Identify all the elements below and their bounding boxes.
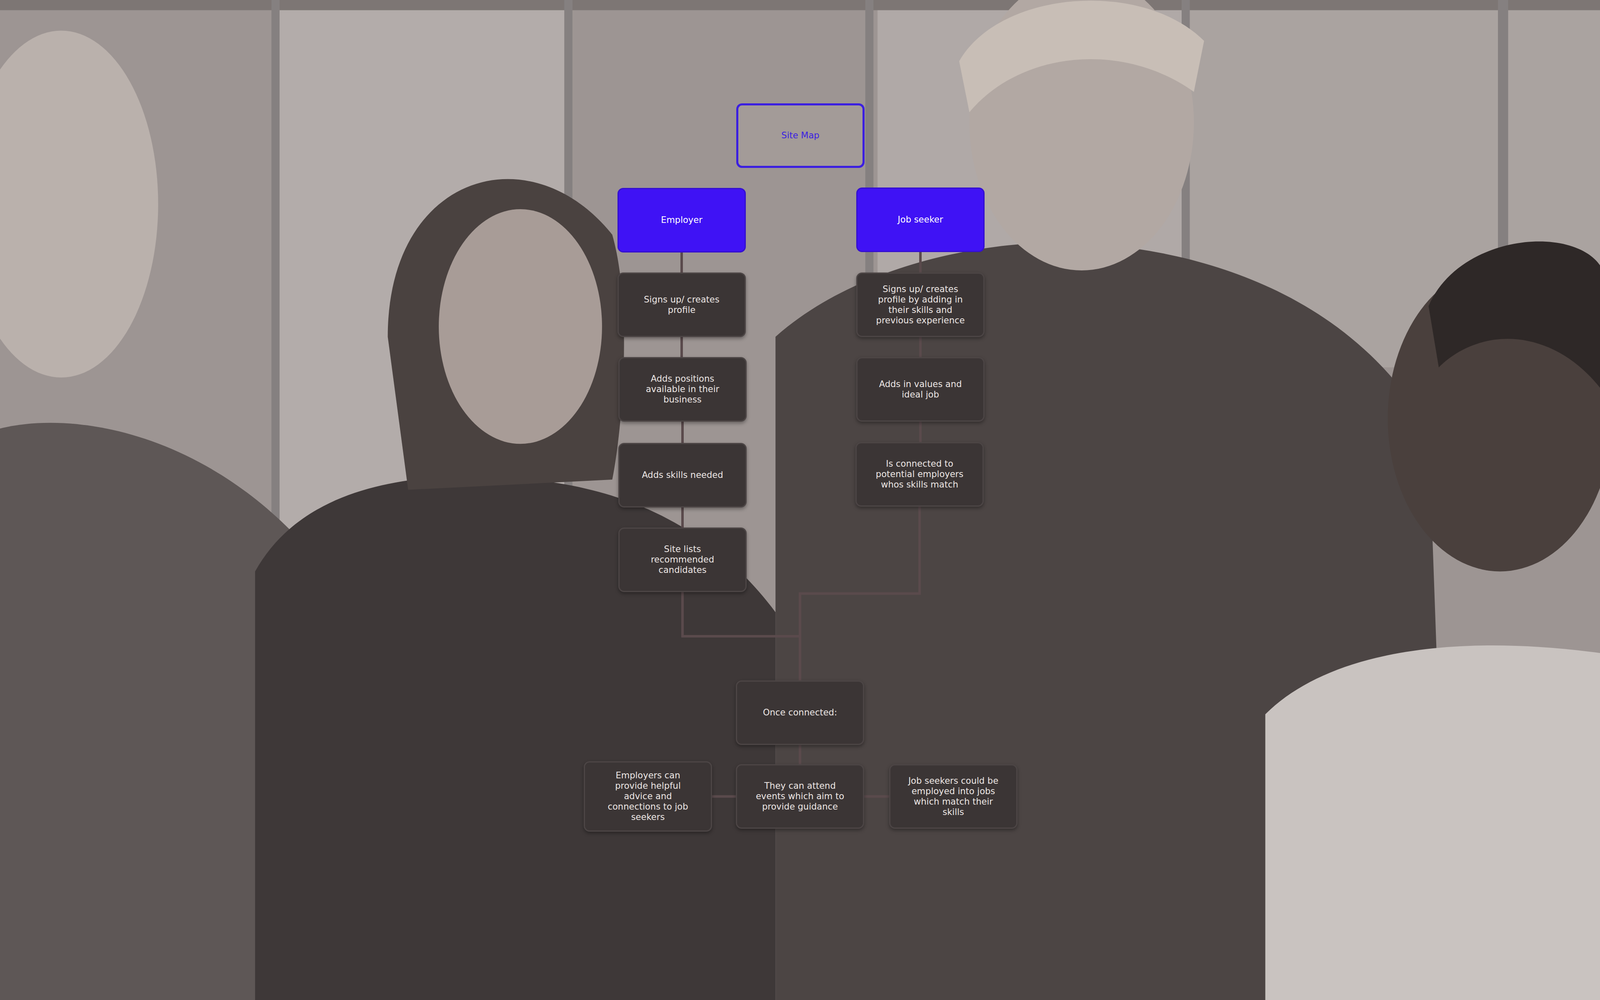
node-text: Adds in values and ideal job [873,379,968,400]
node-text: Employers can provide helpful advice and… [600,770,695,823]
node-text: Job seeker [897,214,944,225]
node-text: Once connected: [762,707,838,718]
person-body [1265,645,1600,1000]
process-box: Employers can provide helpful advice and… [583,761,713,832]
connector-line [712,795,736,798]
connector-line [681,421,684,443]
node-text: Is connected to potential employers whos… [872,458,967,490]
person-head [0,30,159,378]
connector-line [680,252,683,273]
connector-line [681,507,684,528]
window-frame [271,0,280,551]
process-box: They can attend events which aim to prov… [735,764,865,829]
role-box: Employer [617,187,746,253]
connector-line [919,421,922,443]
process-box: Adds in values and ideal job [856,357,985,422]
person-hair [1428,241,1600,388]
node-text: Adds skills needed [641,470,723,481]
process-box: Site lists recommended candidates [618,527,747,593]
process-box: Adds skills needed [618,442,747,508]
process-box: Adds positions available in their busine… [618,357,747,422]
node-text: Signs up/ creates profile by adding in t… [873,284,968,326]
process-box: Job seekers could be employed into jobs … [889,764,1018,829]
connector-line [864,795,890,798]
role-box: Job seeker [856,187,985,253]
node-text: Site lists recommended candidates [635,544,730,576]
connector-line [919,252,922,273]
person-hair [387,179,625,490]
connector-line [682,592,800,681]
person-hair [959,0,1205,113]
connector-line [680,337,683,358]
node-text: They can attend events which aim to prov… [752,780,848,813]
node-text: Job seekers could be employed into jobs … [906,775,1001,818]
process-box: Signs up/ creates profile [617,272,746,338]
connector-line [919,337,922,358]
node-text: Adds positions available in their busine… [635,373,730,405]
title-box: Site Map [736,103,865,168]
person-body [255,476,776,1000]
process-box: Signs up/ creates profile by adding in t… [856,272,985,338]
ceiling-beam [0,0,1600,10]
node-text: Site Map [781,130,820,141]
process-box: Is connected to potential employers whos… [855,442,984,507]
connector-line [798,745,802,765]
connector-line [800,506,920,681]
process-box: Once connected: [735,680,865,745]
node-text: Signs up/ creates profile [634,294,729,316]
node-text: Employer [660,215,703,226]
person-head [438,209,603,444]
